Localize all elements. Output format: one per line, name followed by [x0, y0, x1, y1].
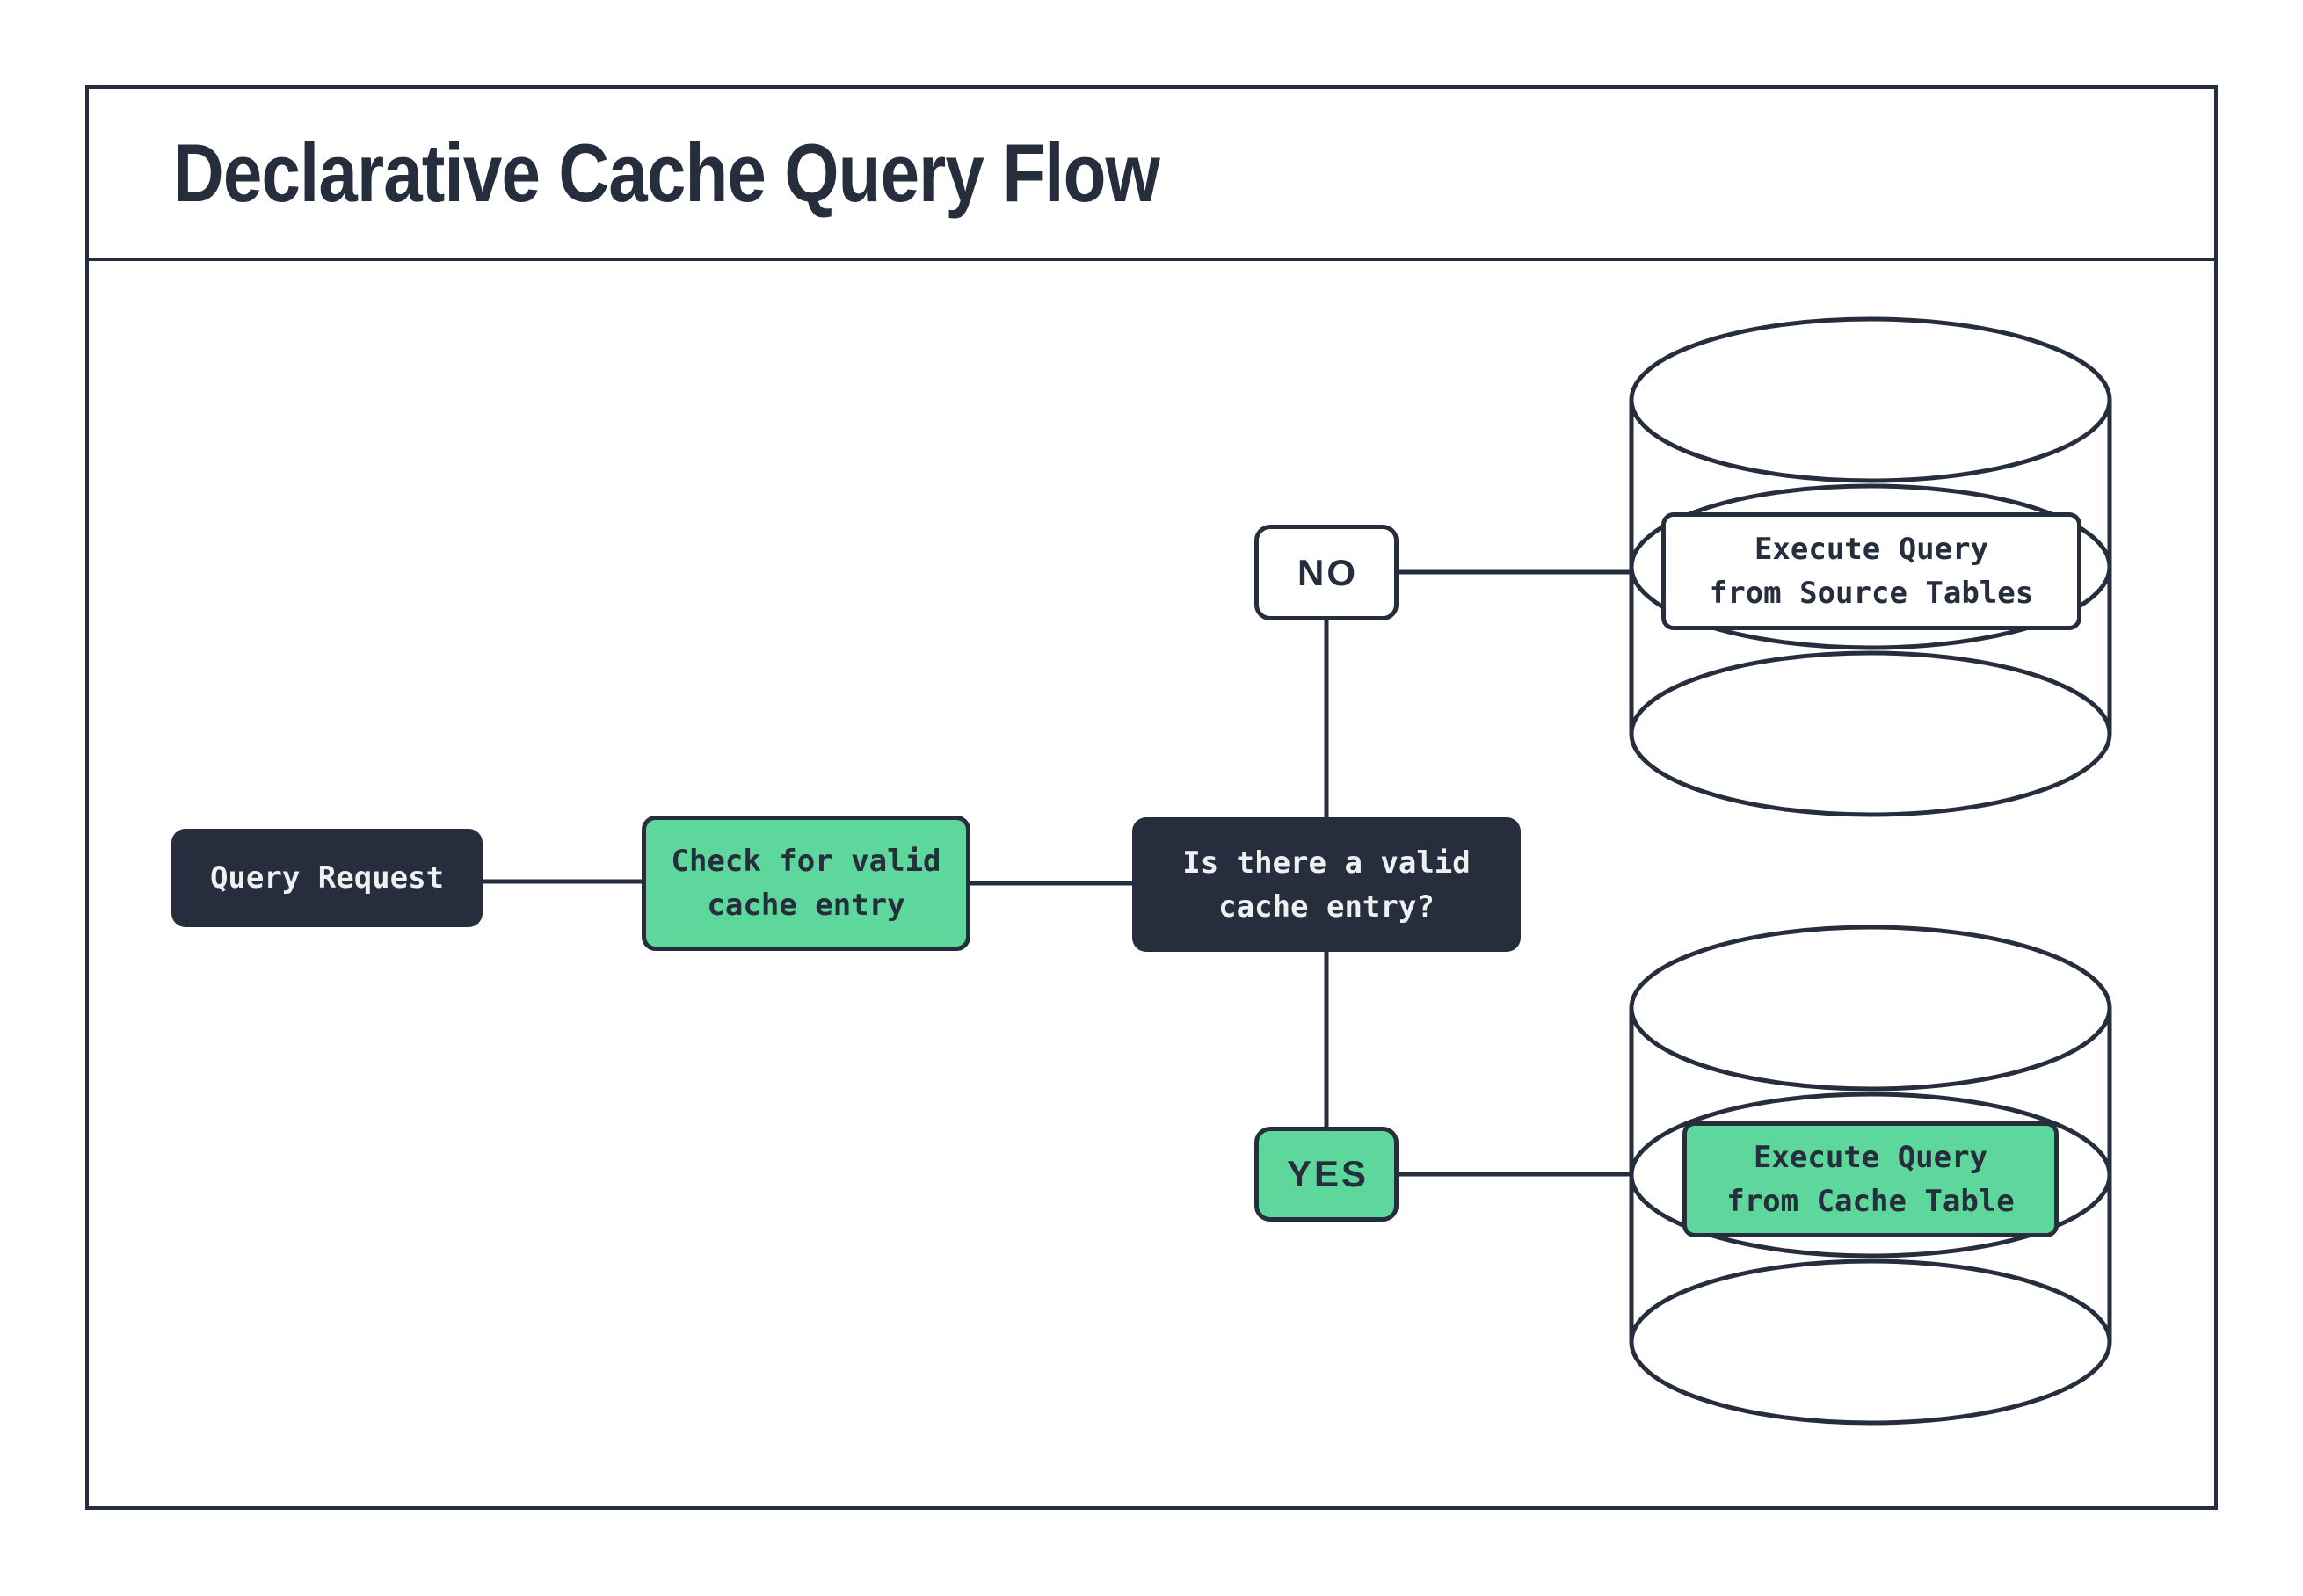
title-bar: Declarative Cache Query Flow	[89, 89, 2214, 261]
node-decision-valid-cache: Is there a valid cache entry?	[1132, 817, 1521, 952]
node-execute-query-source-tables: Execute Query from Source Tables	[1661, 512, 2081, 630]
node-check-cache: Check for valid cache entry	[642, 816, 970, 951]
branch-label-no: NO	[1254, 525, 1399, 620]
page-title: Declarative Cache Query Flow	[173, 127, 1160, 219]
node-query-request: Query Request	[171, 829, 483, 927]
node-execute-query-cache-table: Execute Query from Cache Table	[1682, 1121, 2059, 1237]
diagram-frame: Declarative Cache Query Flow	[85, 85, 2218, 1510]
branch-label-yes: YES	[1254, 1127, 1399, 1222]
source-db-cylinder-icon	[1629, 316, 2112, 817]
cache-db-cylinder-icon	[1629, 925, 2112, 1426]
